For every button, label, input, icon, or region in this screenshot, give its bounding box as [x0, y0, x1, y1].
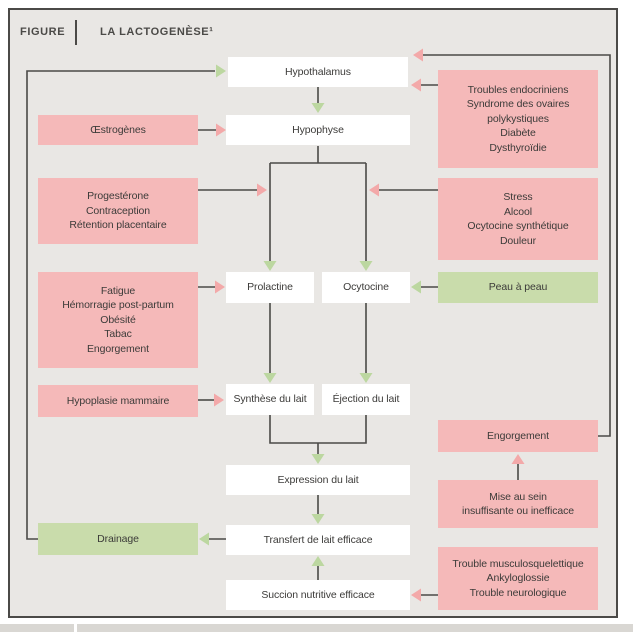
node-oestrogenes: Œstrogènes: [38, 115, 198, 145]
node-engorgement: Engorgement: [438, 420, 598, 452]
node-ocytocine: Ocytocine: [322, 272, 410, 303]
node-prolactine: Prolactine: [226, 272, 314, 303]
footer-strip-divider: [74, 624, 77, 632]
node-drainage: Drainage: [38, 523, 198, 555]
node-hypothalamus: Hypothalamus: [228, 57, 408, 87]
node-synthese-du-lait: Synthèse du lait: [226, 384, 314, 415]
node-succion-nutritive: Succion nutritive efficace: [226, 580, 410, 610]
node-troubles-endocriniens: Troubles endocriniens Syndrome des ovair…: [438, 70, 598, 168]
node-peau-a-peau: Peau à peau: [438, 272, 598, 303]
figure-kicker: FIGURE: [20, 26, 66, 38]
header-divider: [75, 20, 77, 45]
node-transfert-de-lait: Transfert de lait efficace: [226, 525, 410, 555]
node-mise-au-sein: Mise au sein insuffisante ou inefficace: [438, 480, 598, 528]
node-fatigue-groupe: Fatigue Hémorragie post-partum Obésité T…: [38, 272, 198, 368]
node-hypophyse: Hypophyse: [226, 115, 410, 145]
node-ejection-du-lait: Éjection du lait: [322, 384, 410, 415]
footer-strip: [0, 624, 633, 632]
node-progesterone-groupe: Progestérone Contraception Rétention pla…: [38, 178, 198, 244]
node-stress-groupe: Stress Alcool Ocytocine synthétique Doul…: [438, 178, 598, 260]
node-expression-du-lait: Expression du lait: [226, 465, 410, 495]
node-trouble-musculo: Trouble musculosquelettique Ankyloglossi…: [438, 547, 598, 610]
node-hypoplasie-mammaire: Hypoplasie mammaire: [38, 385, 198, 417]
figure-title: LA LACTOGENÈSE¹: [100, 26, 214, 38]
